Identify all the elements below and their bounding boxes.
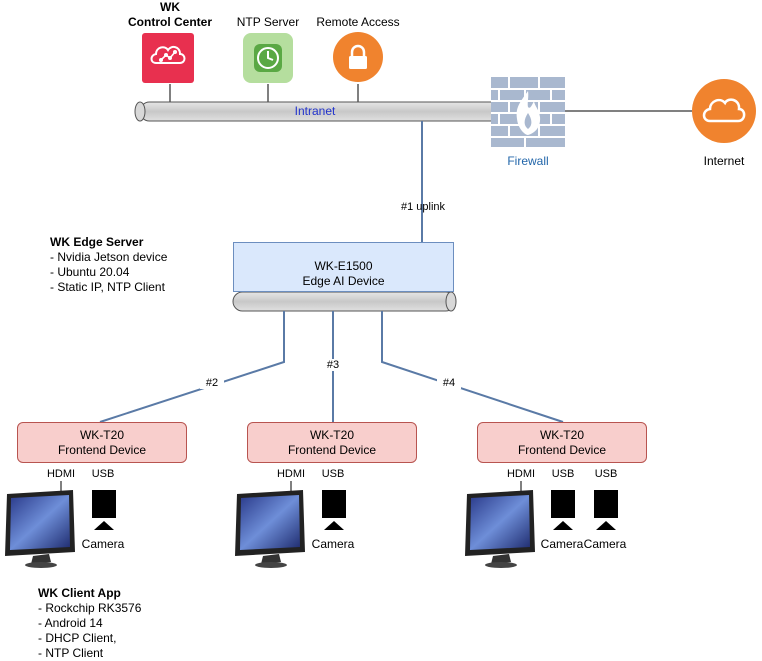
camera-icon xyxy=(92,490,116,530)
edge-server-note-line: - Nvidia Jetson device xyxy=(50,250,168,264)
remote-label: Remote Access xyxy=(316,15,400,29)
ntp-server-icon[interactable] xyxy=(243,33,293,83)
control-center-icon[interactable] xyxy=(142,33,194,83)
camera-icon xyxy=(551,490,575,530)
hdmi-port-label: HDMI xyxy=(276,468,306,480)
camera-icon xyxy=(322,490,346,530)
frontend-device-name: WK-T20 xyxy=(539,428,584,442)
frontend-device-desc: Frontend Device xyxy=(517,443,607,457)
usb-port-label: USB xyxy=(551,468,575,480)
frontend-device-desc: Frontend Device xyxy=(57,443,147,457)
link-3-label: #3 xyxy=(321,359,345,371)
usb-port-label: USB xyxy=(91,468,115,480)
firewall-label: Firewall xyxy=(507,154,549,168)
link-4-line xyxy=(381,311,564,423)
frontend-device-name: WK-T20 xyxy=(309,428,354,442)
monitor-icon xyxy=(235,490,305,568)
edge-device-box[interactable]: WK-E1500 Edge AI Device xyxy=(233,242,454,292)
frontend-device-1[interactable]: WK-T20 Frontend Device xyxy=(17,422,187,463)
link-2-line xyxy=(99,311,285,423)
uplink-label: #1 uplink xyxy=(400,201,446,213)
ntp-label: NTP Server xyxy=(236,15,300,29)
link-2-label: #2 xyxy=(200,377,224,389)
hdmi-port-label: HDMI xyxy=(46,468,76,480)
camera-label: Camera xyxy=(583,537,627,551)
edge-server-note-title: WK Edge Server xyxy=(50,235,144,249)
usb-port-label: USB xyxy=(594,468,618,480)
client-app-note-line: - NTP Client xyxy=(38,646,104,660)
monitor-icon xyxy=(465,490,535,568)
camera-label: Camera xyxy=(81,537,125,551)
usb-port-label: USB xyxy=(321,468,345,480)
monitor-icon xyxy=(5,490,75,568)
edge-pipe xyxy=(232,291,457,312)
remote-access-icon[interactable] xyxy=(333,32,383,82)
link-4-label: #4 xyxy=(437,377,461,389)
client-app-note-line: - DHCP Client, xyxy=(38,631,117,645)
firewall-icon[interactable] xyxy=(491,77,565,147)
client-app-note: WK Client App - Rockchip RK3576 - Androi… xyxy=(38,586,141,661)
hdmi-port-label: HDMI xyxy=(506,468,536,480)
internet-label: Internet xyxy=(703,154,745,168)
camera-label: Camera xyxy=(540,537,584,551)
internet-cloud-icon[interactable] xyxy=(692,79,756,143)
camera-icon xyxy=(594,490,618,530)
frontend-device-2[interactable]: WK-T20 Frontend Device xyxy=(247,422,417,463)
control-center-label: Control Center xyxy=(128,15,212,29)
intranet-label: Intranet xyxy=(294,104,336,118)
edge-server-note: WK Edge Server - Nvidia Jetson device - … xyxy=(50,235,167,295)
frontend-device-3[interactable]: WK-T20 Frontend Device xyxy=(477,422,647,463)
client-app-note-line: - Android 14 xyxy=(38,616,103,630)
frontend-device-name: WK-T20 xyxy=(79,428,124,442)
edge-server-note-line: - Ubuntu 20.04 xyxy=(50,265,130,279)
frontend-device-desc: Frontend Device xyxy=(287,443,377,457)
camera-label: Camera xyxy=(311,537,355,551)
edge-server-note-line: - Static IP, NTP Client xyxy=(50,280,165,294)
client-app-note-title: WK Client App xyxy=(38,586,121,600)
edge-device-desc: Edge AI Device xyxy=(302,274,385,288)
edge-device-name: WK-E1500 xyxy=(314,259,373,273)
client-app-note-line: - Rockchip RK3576 xyxy=(38,601,142,615)
control-center-title: WK xyxy=(160,0,180,14)
